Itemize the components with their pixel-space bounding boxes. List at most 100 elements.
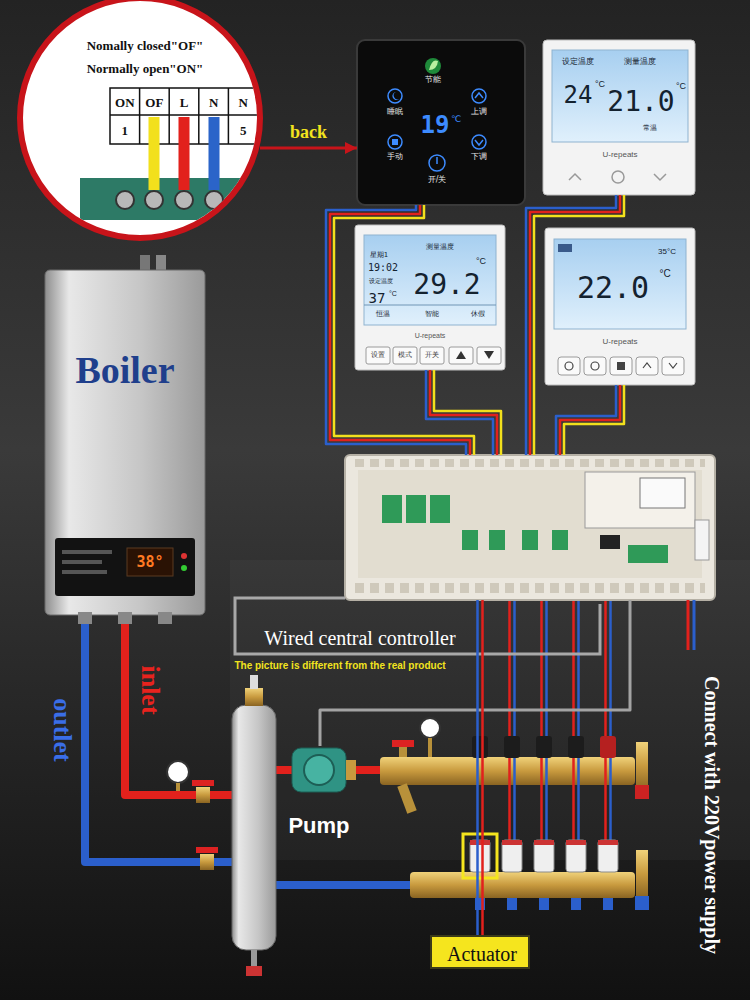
controller-illustration: [355, 459, 705, 467]
wire-connector: [326, 205, 474, 455]
controller-illustration: [355, 583, 705, 593]
actuator-illustration: [502, 840, 522, 845]
thermostat-illustration: [643, 363, 651, 368]
boiler-illustration: [78, 612, 92, 624]
thermostat-panel: 星期1测量温度19:02设定温度37°C29.2°C恒温智能休假U-repeat…: [355, 225, 505, 370]
wire-line: [430, 370, 497, 455]
thermostat-illustration: [612, 171, 624, 183]
device-text: 设置: [371, 352, 385, 359]
power-wire: [687, 600, 690, 650]
thermostat-illustration: [472, 135, 486, 149]
actuator-illustration: [568, 736, 584, 758]
pipe-label: outlet: [49, 698, 75, 762]
pipe: [85, 618, 232, 862]
manifold-illustration: [399, 747, 407, 757]
separator-illustration: [192, 780, 214, 786]
boiler-illustration: [140, 255, 150, 272]
manifold-illustration: [428, 738, 432, 757]
actuator-wire: [508, 600, 511, 840]
thermostat-illustration: [425, 58, 441, 74]
manifold-illustration: [635, 896, 649, 910]
boiler-illustration: [158, 612, 172, 624]
callout-illustration: [116, 191, 134, 209]
thermostat-illustration: [654, 174, 666, 180]
actuator-illustration: [598, 840, 618, 872]
callout-illustration: [80, 88, 280, 220]
controller-illustration: [628, 545, 668, 563]
actuator-illustration: [534, 840, 554, 872]
device-text: °C: [389, 290, 397, 297]
wire-line: [320, 600, 630, 746]
thermostat-illustration: [554, 239, 686, 329]
thermostat-panel: 设定温度测量温度24°C21.0°C常温U-repeats: [543, 40, 695, 195]
device-text: 恒温: [376, 311, 390, 318]
wire-line: [326, 205, 466, 455]
terminal-cell: 1: [122, 123, 129, 136]
device-text: 设定温度: [369, 278, 393, 284]
manifold-illustration: [410, 872, 635, 898]
callout-illustration: [209, 117, 220, 190]
thermostat-illustration: [662, 357, 684, 375]
wire-line: [426, 370, 493, 455]
controller-illustration: [358, 470, 702, 578]
thermostat-illustration: [366, 347, 390, 364]
actuator-illustration: [600, 736, 616, 758]
controller-illustration: [462, 530, 478, 550]
device-text: °C: [676, 82, 686, 91]
terminal-cell: N: [238, 95, 247, 108]
actuator-illustration: [603, 898, 613, 910]
controller-illustration: [345, 455, 715, 600]
controller-box: Wired central controllerThe picture is d…: [345, 455, 715, 600]
device-text: 设定温度: [562, 58, 594, 66]
controller-illustration: [695, 520, 709, 560]
thermostat-illustration: [545, 228, 695, 385]
thermostat-illustration: [558, 357, 580, 375]
device-text: 测量温度: [426, 244, 454, 251]
controller-illustration: [430, 495, 450, 523]
separator-illustration: [232, 705, 276, 950]
thermostat-illustration: [436, 157, 438, 164]
thermostat-illustration: [392, 92, 399, 100]
separator-illustration: [167, 675, 276, 976]
wire-line: [530, 195, 620, 455]
boiler-illustration: [62, 550, 112, 554]
thermostat-illustration: [558, 244, 572, 252]
separator-illustration: [176, 783, 180, 791]
boiler-unit: Boiler38°: [45, 270, 205, 615]
device-text: °C: [659, 269, 670, 279]
manifold-illustration: [635, 785, 649, 799]
controller-illustration: [552, 530, 568, 550]
manifold-illustration: [392, 740, 414, 747]
separator-illustration: [250, 675, 258, 689]
thermostat-illustration: [429, 60, 438, 70]
power-wire: [688, 600, 694, 650]
pipe: [125, 618, 232, 795]
controller-illustration: [489, 530, 505, 550]
thermostat-illustration: [357, 40, 525, 205]
wire-line: [260, 147, 357, 150]
actuator-illustration: [472, 736, 488, 758]
thermostat-illustration: [475, 140, 483, 145]
thermostat-illustration: [388, 135, 402, 149]
pump-illustration: [292, 748, 356, 792]
device-text: 29.2: [413, 271, 480, 299]
terminal-cell: L: [180, 95, 189, 108]
separator-illustration: [196, 787, 210, 803]
thermostat-panel: 35°C22.0°CU-repeats: [545, 228, 695, 385]
label-bracket: [235, 598, 600, 654]
device-text: 星期1: [370, 252, 388, 259]
terminal-cell: 5: [240, 123, 247, 136]
pipe: [276, 881, 412, 889]
actuator-illustration: [566, 840, 586, 872]
label-bracket: [235, 598, 600, 654]
thermostat-illustration: [475, 93, 483, 98]
device-text: 22.0: [577, 273, 649, 303]
device-text: Pump: [288, 815, 349, 837]
pump-illustration: [292, 748, 346, 792]
device-text: 开/关: [428, 176, 447, 184]
callout-illustration: [198, 88, 200, 144]
callout-illustration: [228, 88, 230, 144]
